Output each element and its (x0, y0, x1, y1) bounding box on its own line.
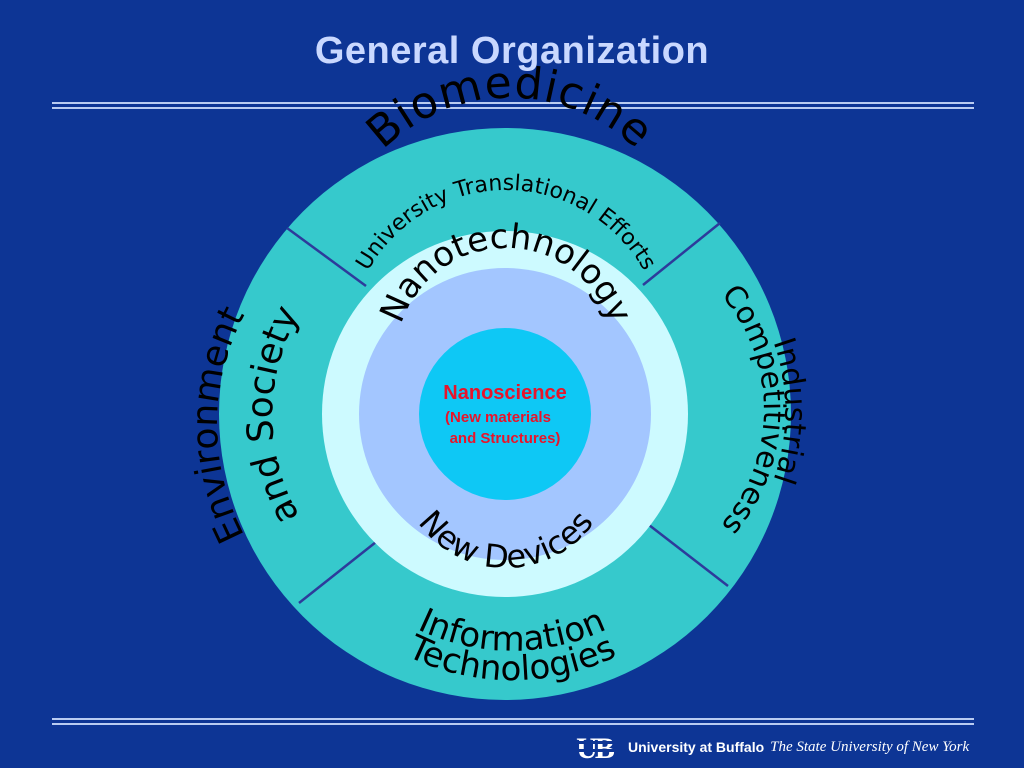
top-divider-rule (52, 102, 974, 109)
divider-bottom-left (298, 541, 377, 604)
ub-logo-icon: UB (568, 732, 620, 762)
divider-top-left (286, 226, 367, 288)
divider-bottom-right (648, 524, 729, 587)
university-name: University at Buffalo (628, 739, 765, 755)
university-tagline: The State University of New York (770, 738, 970, 755)
svg-text:UB: UB (576, 732, 615, 762)
divider-top-right (642, 222, 721, 286)
footer-branding: UB University at Buffalo The State Unive… (566, 730, 1018, 764)
sector-dividers (286, 222, 729, 604)
core-title: Nanoscience (443, 382, 566, 404)
core-line-2: and Structures) (450, 430, 561, 447)
slide-title: General Organization (314, 30, 710, 72)
bottom-divider-rule (52, 718, 974, 725)
core-line-1: (New materials (445, 409, 551, 426)
core-circle (419, 328, 591, 500)
